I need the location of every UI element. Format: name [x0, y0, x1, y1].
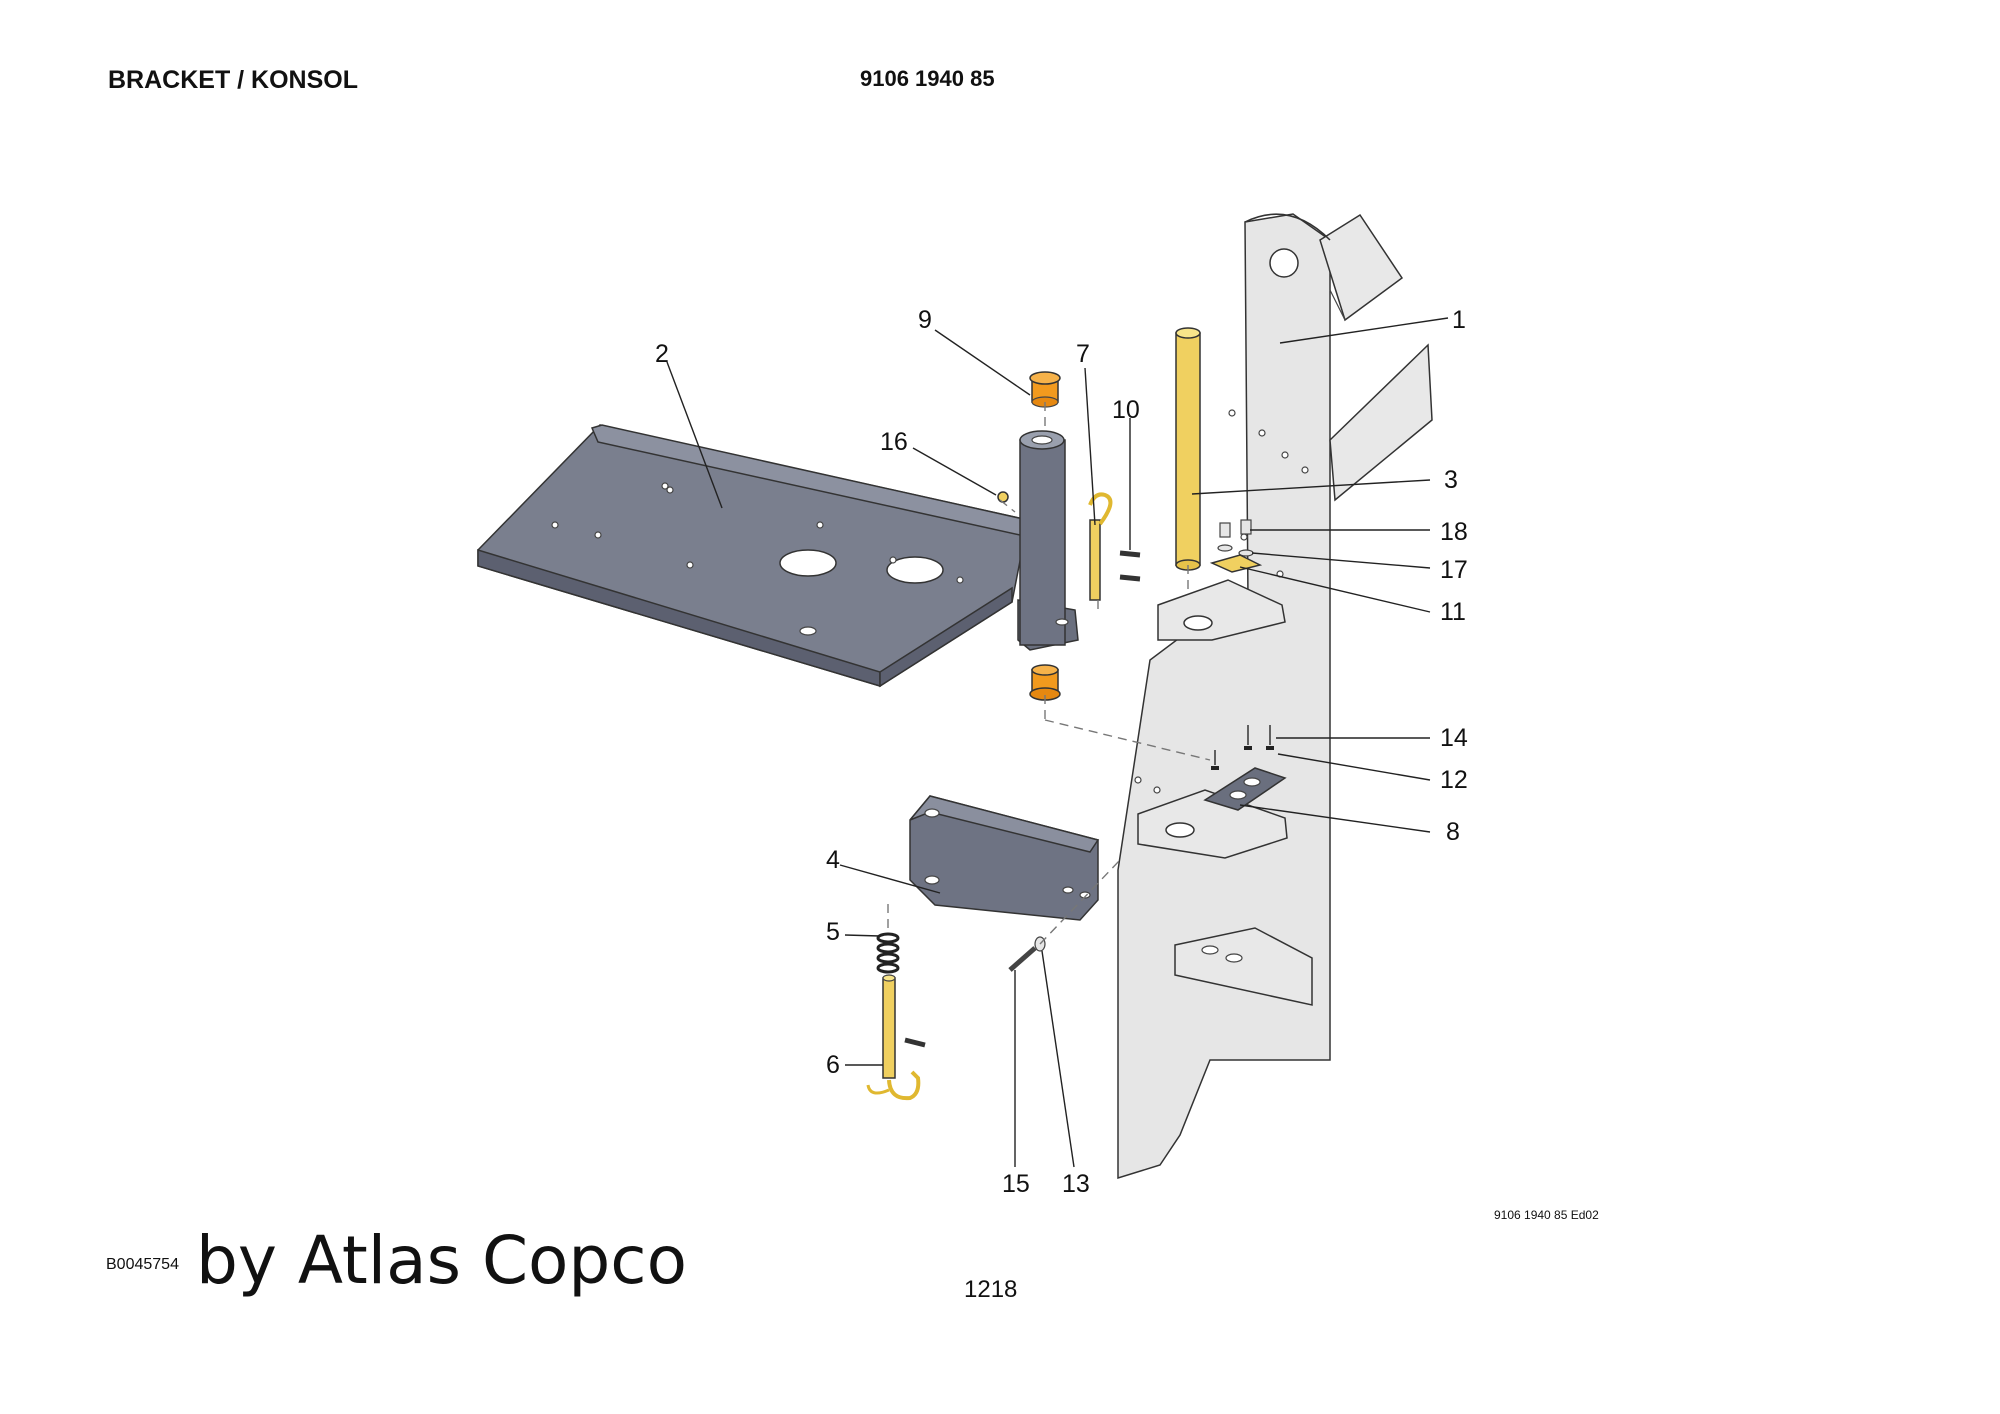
- callout-1: 1: [1452, 306, 1466, 334]
- document-id: B0045754: [106, 1256, 179, 1273]
- roll-pins: [1119, 550, 1141, 582]
- manufacturer-credit: by Atlas Copco: [196, 1222, 687, 1299]
- callout-13: 13: [1062, 1170, 1090, 1198]
- callout-labels: 1 2 3 4 5 6 7 8 9 10 11 12 13 14 15 16 1…: [655, 306, 1468, 1198]
- callout-9: 9: [918, 306, 932, 334]
- callout-5: 5: [826, 918, 840, 946]
- callout-6: 6: [826, 1051, 840, 1079]
- lower-plate: [1203, 725, 1287, 811]
- page-number: 1218: [964, 1276, 1018, 1303]
- callout-15: 15: [1002, 1170, 1030, 1198]
- lock-plate-fasteners: [1209, 519, 1263, 573]
- pivot-pin: [1175, 327, 1201, 571]
- frame-column: [1117, 213, 1433, 1180]
- assembly-lines: [887, 402, 1211, 945]
- column-tube: [1017, 430, 1079, 651]
- callout-3: 3: [1444, 466, 1458, 494]
- hook-pin: [866, 974, 926, 1101]
- callout-18: 18: [1440, 518, 1468, 546]
- callout-4: 4: [826, 846, 840, 874]
- upper-bushing: [1029, 371, 1061, 408]
- callout-14: 14: [1440, 724, 1468, 752]
- callout-8: 8: [1446, 818, 1460, 846]
- edition-label: 9106 1940 85 Ed02: [1494, 1208, 1599, 1222]
- callout-10: 10: [1112, 396, 1140, 424]
- spring: [876, 932, 900, 974]
- callout-12: 12: [1440, 766, 1468, 794]
- mounting-bracket: [909, 795, 1100, 921]
- callout-11: 11: [1440, 598, 1466, 626]
- callout-17: 17: [1440, 556, 1468, 584]
- grease-nipple: [997, 491, 1009, 503]
- callout-2: 2: [655, 340, 669, 368]
- leader-lines: [666, 317, 1449, 1168]
- callout-16: 16: [880, 428, 908, 456]
- lock-pin: [1088, 492, 1113, 601]
- bracket-bolt: [1008, 936, 1046, 972]
- drawing-title: BRACKET / KONSOL: [108, 66, 358, 94]
- lower-bushing: [1029, 664, 1061, 701]
- part-number: 9106 1940 85: [860, 66, 995, 91]
- callout-7: 7: [1076, 340, 1090, 368]
- platform-plate: [477, 424, 1030, 688]
